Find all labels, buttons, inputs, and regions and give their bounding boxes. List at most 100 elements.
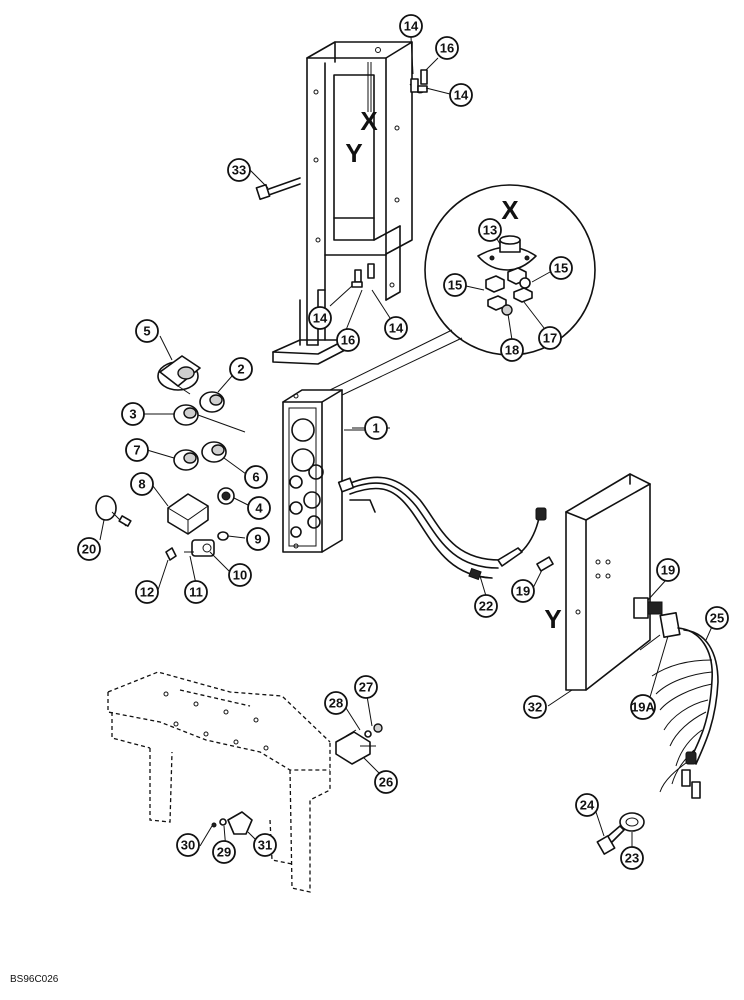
callout-19A: 19A: [630, 694, 656, 720]
callout-10: 10: [228, 563, 252, 587]
svg-text:23: 23: [625, 851, 639, 866]
svg-text:14: 14: [313, 311, 328, 326]
callout-14-top: 14: [399, 14, 423, 38]
callout-20: 20: [77, 537, 101, 561]
connector-19-mounted: [633, 597, 681, 651]
svg-text:16: 16: [440, 41, 454, 56]
svg-text:19: 19: [516, 584, 530, 599]
svg-text:2: 2: [237, 362, 244, 377]
svg-text:30: 30: [181, 838, 195, 853]
callout-15-right: 15: [549, 256, 573, 280]
callout-24: 24: [575, 793, 599, 817]
svg-text:31: 31: [258, 838, 272, 853]
callout-3: 3: [121, 402, 145, 426]
callout-14-lower-left: 14: [308, 306, 332, 330]
callout-19-mounted: 19: [656, 558, 680, 582]
top-mounting-bolts: [410, 69, 428, 93]
callout-4: 4: [247, 496, 271, 520]
upper-support-bracket: [272, 41, 427, 365]
relay-8: [167, 493, 209, 535]
lower-frame-dashed: [107, 671, 331, 893]
svg-text:11: 11: [189, 585, 203, 600]
svg-text:19A: 19A: [631, 700, 655, 715]
svg-text:13: 13: [483, 223, 497, 238]
svg-text:25: 25: [710, 611, 724, 626]
callout-29: 29: [212, 840, 236, 864]
gauge-5: [157, 355, 201, 395]
svg-text:9: 9: [254, 532, 261, 547]
callout-28: 28: [324, 691, 348, 715]
callout-23: 23: [620, 846, 644, 870]
svg-text:16: 16: [341, 333, 355, 348]
clamp-23: [596, 812, 645, 855]
callout-16-lower: 16: [336, 328, 360, 352]
callout-31: 31: [253, 833, 277, 857]
svg-text:28: 28: [329, 696, 343, 711]
gauge-7: [173, 449, 199, 471]
svg-text:8: 8: [138, 477, 145, 492]
svg-text:15: 15: [554, 261, 568, 276]
svg-text:27: 27: [359, 680, 373, 695]
gauge-4: [217, 487, 235, 505]
gauge-2: [199, 391, 225, 413]
letter-x-top: X: [360, 106, 378, 136]
bracket-31: [211, 811, 253, 835]
side-panel-32: [565, 473, 651, 691]
switch-detail-inset: [329, 184, 596, 397]
switch-9: [217, 531, 229, 541]
callout-8: 8: [130, 472, 154, 496]
switch-26: [335, 723, 383, 765]
svg-text:1: 1: [372, 421, 379, 436]
letter-y-right: Y: [544, 604, 561, 634]
wiring-25: [651, 627, 719, 799]
svg-text:33: 33: [232, 163, 246, 178]
callout-14-top-right: 14: [449, 83, 473, 107]
figure-code: BS96C026: [10, 974, 59, 985]
light-20: [95, 495, 132, 527]
svg-text:20: 20: [82, 542, 96, 557]
svg-text:24: 24: [580, 798, 595, 813]
connector-19-loose: [536, 556, 554, 572]
lower-mounting-bolts: [351, 263, 375, 288]
svg-text:14: 14: [454, 88, 469, 103]
callout-32: 32: [523, 695, 547, 719]
svg-text:17: 17: [543, 331, 557, 346]
wire-harness-22: [337, 476, 547, 581]
callout-18: 18: [500, 338, 524, 362]
svg-text:29: 29: [217, 845, 231, 860]
svg-text:26: 26: [379, 775, 393, 790]
callout-27: 27: [354, 675, 378, 699]
callout-2: 2: [229, 357, 253, 381]
callout-6: 6: [244, 465, 268, 489]
callout-13: 13: [478, 218, 502, 242]
svg-text:7: 7: [133, 443, 140, 458]
switch-10-11: [184, 539, 215, 557]
gauge-3: [173, 404, 246, 433]
svg-text:5: 5: [143, 324, 150, 339]
callout-5: 5: [135, 319, 159, 343]
callout-16-top: 16: [435, 36, 459, 60]
letter-x-inset: X: [501, 195, 519, 225]
callout-7: 7: [125, 438, 149, 462]
instrument-panel: [282, 389, 343, 553]
bolt-33: [255, 177, 301, 201]
callout-15-left: 15: [443, 273, 467, 297]
svg-text:4: 4: [255, 501, 263, 516]
svg-text:10: 10: [233, 568, 247, 583]
callout-19-loose: 19: [511, 579, 535, 603]
callout-9: 9: [246, 527, 270, 551]
callout-33: 33: [227, 158, 251, 182]
svg-text:14: 14: [404, 19, 419, 34]
callout-22: 22: [474, 594, 498, 618]
svg-text:6: 6: [252, 470, 259, 485]
callout-1: 1: [364, 416, 388, 440]
svg-text:14: 14: [389, 321, 404, 336]
callout-30: 30: [176, 833, 200, 857]
indicator-12: [165, 547, 177, 561]
callout-12: 12: [135, 580, 159, 604]
callout-25: 25: [705, 606, 729, 630]
callout-11: 11: [184, 580, 208, 604]
letter-y-top: Y: [345, 138, 362, 168]
leader-lines: [99, 36, 715, 856]
